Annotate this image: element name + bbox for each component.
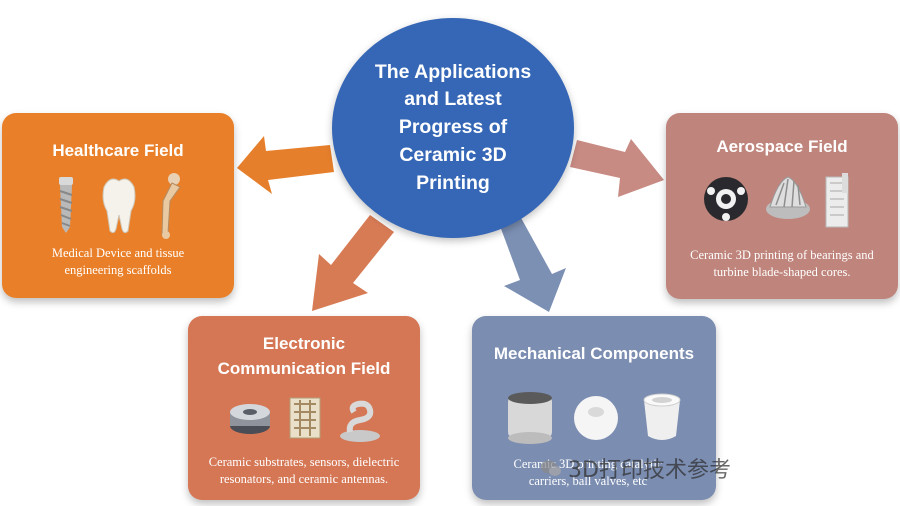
dental-implant-screw-icon	[59, 177, 73, 233]
spiral-antenna-icon	[340, 400, 380, 442]
arrow-to-healthcare	[237, 136, 334, 194]
catalytic-carrier-icon	[508, 392, 552, 444]
ceramic-bearing-icon	[704, 177, 748, 221]
aerospace-title: Aerospace Field	[716, 137, 848, 156]
arrow-to-aerospace	[570, 139, 664, 197]
mechanical-icons	[508, 392, 681, 444]
lattice-substrate-icon	[289, 397, 321, 439]
electronic-communication-box: Electronic Communication Field Ceramic s…	[188, 316, 420, 500]
healthcare-description: Medical Device and tissue engineering sc…	[51, 246, 185, 277]
center-topic-circle: The Applications and Latest Progress of …	[332, 18, 574, 238]
tooth-icon	[102, 178, 136, 234]
dielectric-resonator-icon	[230, 404, 270, 434]
electronic-icons	[230, 397, 380, 442]
electronic-description: Ceramic substrates, sensors, dielectric …	[208, 455, 400, 486]
watermark-text: 3D打印技术参考	[568, 458, 731, 483]
healthcare-title: Healthcare Field	[52, 141, 184, 160]
ball-valve-icon	[574, 396, 618, 440]
center-title: The Applications and Latest Progress of …	[374, 60, 532, 194]
femur-bone-implant-icon	[161, 173, 181, 239]
aerospace-icons	[704, 173, 849, 228]
wechat-logo-icon	[541, 460, 561, 476]
aerospace-description: Ceramic 3D printing of bearings and turb…	[690, 248, 874, 279]
arrow-to-mechanical	[500, 216, 566, 312]
electronic-title: Electronic Communication Field	[217, 334, 391, 378]
arrow-to-electronic	[312, 215, 394, 311]
healthcare-icons	[59, 173, 181, 239]
mechanical-title: Mechanical Components	[493, 344, 695, 363]
blade-core-icon	[825, 173, 849, 228]
healthcare-field-box: Healthcare Field Medical Device and tiss…	[2, 113, 234, 298]
turbine-impeller-icon	[766, 176, 810, 219]
ceramic-cup-icon	[643, 393, 681, 440]
mechanical-components-box: Mechanical Components Ceramic 3D printin…	[472, 316, 716, 500]
watermark: 3D打印技术参考	[540, 452, 731, 484]
aerospace-field-box: Aerospace Field Ceramic 3D printing of b…	[666, 113, 898, 299]
